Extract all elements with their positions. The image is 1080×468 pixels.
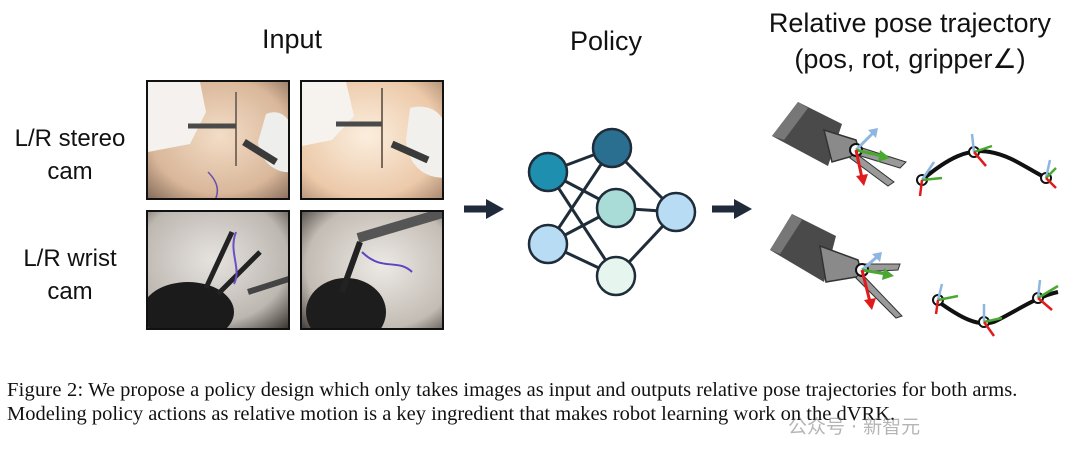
network-node [527,223,569,265]
network-node [595,255,637,297]
network-node [591,127,633,169]
network-node [655,191,697,233]
pose-axis-icon [968,133,993,167]
row-label-wrist-line1: L/R wrist [23,245,117,272]
figure-caption: Figure 2: We propose a policy design whi… [7,378,1073,426]
row-label-wrist-line2: cam [47,278,93,305]
output-header-line1: Relative pose trajectory [768,8,1052,38]
row-label-stereo-line1: L/R stereo [14,125,126,152]
wrist-left-image [146,210,290,330]
pose-axis-icon [932,283,959,315]
policy-header: Policy [569,26,643,56]
row-label-stereo-line2: cam [47,158,93,185]
pose-axis-icon [978,304,1003,337]
gripper-icon [772,102,907,187]
network-node [595,187,637,229]
pose-axis-icon [916,161,943,197]
row-label-wrist: L/R wrist cam [0,242,140,308]
stereo-left-image [146,80,290,200]
network-node [527,151,569,193]
trajectory-bottom [932,279,1059,337]
watermark: 公众号 · 新智元 [788,416,921,438]
pose-axis-icon [1032,279,1059,311]
figure-caption-label: Figure 2: [7,379,84,401]
stereo-right-image [300,80,444,200]
neural-network-icon [527,127,697,297]
output-header-line2: (pos, rot, gripper∠) [794,44,1026,74]
input-header: Input [261,24,323,54]
pose-axis-icon [1040,159,1057,189]
wrist-right-image [300,210,444,330]
figure-caption-text: We propose a policy design which only ta… [7,379,1018,425]
row-label-stereo: L/R stereo cam [0,122,140,188]
trajectory-top [916,133,1057,197]
right-arrow-icon [712,199,752,219]
right-arrow-icon [464,199,504,219]
gripper-icon [770,214,903,319]
